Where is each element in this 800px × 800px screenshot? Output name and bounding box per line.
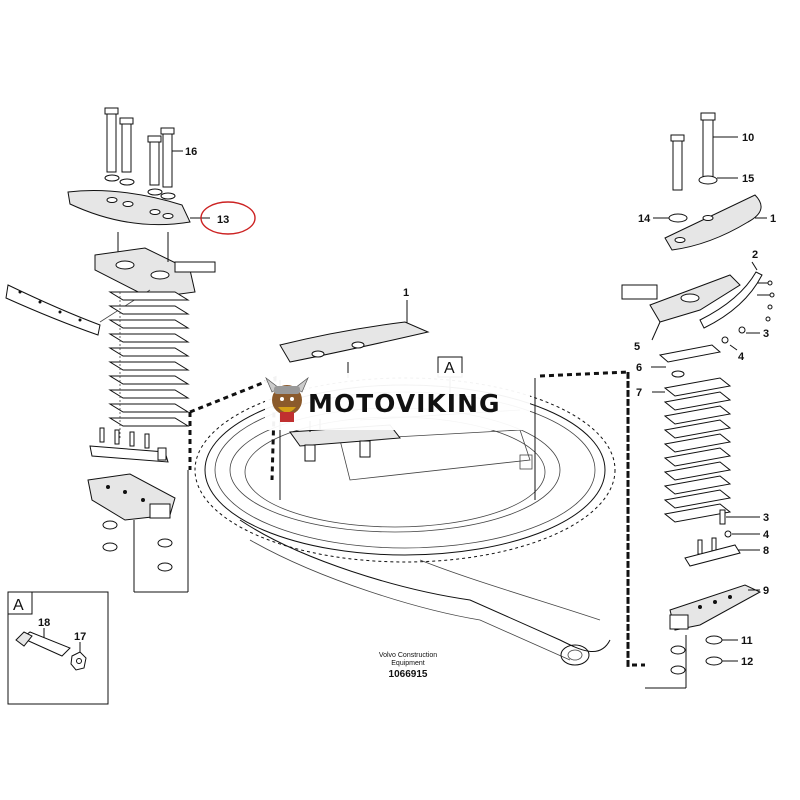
drawing-number: 1066915 xyxy=(389,669,428,680)
left-wear-plate: 13 xyxy=(67,190,256,235)
detail-a-box: A 18 17 xyxy=(7,591,109,705)
callout-16: 16 xyxy=(185,146,197,158)
callout-10: 10 xyxy=(742,132,754,144)
callout-6: 6 xyxy=(636,362,642,374)
view-a-label: A xyxy=(444,360,455,377)
left-washers xyxy=(104,174,176,200)
callout-3-top: 3 xyxy=(763,328,769,340)
callout-1-right: 1 xyxy=(770,213,776,225)
center-wear-plate: 1 xyxy=(279,287,430,378)
watermark-text: MOTOVIKING xyxy=(308,389,501,418)
caption-line-2: Equipment xyxy=(391,660,425,667)
callout-3-bottom: 3 xyxy=(763,512,769,524)
callout-1-center: 1 xyxy=(403,287,409,299)
callout-4-top: 4 xyxy=(738,351,745,363)
callout-9: 9 xyxy=(763,585,769,597)
right-wear-plate: 1 xyxy=(664,194,776,251)
callout-18: 18 xyxy=(38,617,50,629)
left-lower-bar xyxy=(89,427,169,463)
right-curved-strip: 2 xyxy=(699,249,775,329)
left-mount-block xyxy=(94,232,216,299)
right-bolts: 10 xyxy=(670,112,754,191)
caption-line-1: Volvo Construction xyxy=(379,652,437,659)
callout-8: 8 xyxy=(763,545,769,557)
left-stack: 16 13 xyxy=(5,107,256,593)
right-base-plate: 9 xyxy=(669,584,769,631)
left-nuts xyxy=(102,470,189,593)
left-bolts: 16 xyxy=(104,107,197,188)
callout-11: 11 xyxy=(741,635,753,647)
right-nuts: 11 12 xyxy=(645,635,753,689)
callout-17: 17 xyxy=(74,631,86,643)
right-shim-stack: 7 xyxy=(636,377,732,523)
viking-mascot-icon xyxy=(265,376,309,422)
callout-12: 12 xyxy=(741,656,753,668)
right-upper-fasteners: 3 4 xyxy=(721,326,769,363)
callout-2: 2 xyxy=(752,249,758,261)
drawing-caption: Volvo Construction Equipment 1066915 xyxy=(379,652,437,680)
motoviking-watermark: MOTOVIKING xyxy=(265,373,530,430)
callout-5: 5 xyxy=(634,341,640,353)
right-shim-6: 6 xyxy=(636,344,722,378)
right-mount-block: 5 xyxy=(621,274,741,353)
right-stack: 10 15 14 1 5 xyxy=(621,112,776,689)
callout-7: 7 xyxy=(636,387,642,399)
callout-13: 13 xyxy=(217,214,229,226)
callout-14: 14 xyxy=(638,213,651,225)
callout-15: 15 xyxy=(742,173,754,185)
callout-4-bottom: 4 xyxy=(763,529,770,541)
highlight-circle xyxy=(200,201,256,235)
right-washers: 15 14 xyxy=(638,173,754,225)
detail-a-label: A xyxy=(13,597,24,614)
right-lower-bar: 3 4 8 xyxy=(684,509,770,567)
left-shim-stack xyxy=(108,291,190,440)
left-base-plate xyxy=(87,473,176,521)
